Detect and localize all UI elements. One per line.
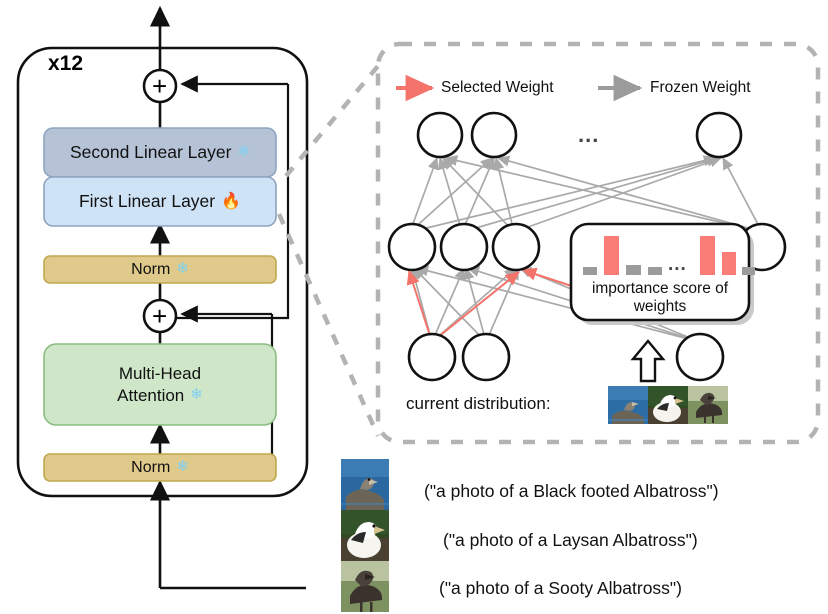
- bar-6: [722, 252, 736, 275]
- repeat-count-label: x12: [48, 52, 84, 75]
- node-input-1: [407, 332, 457, 382]
- bar-1: [583, 267, 597, 275]
- node-output-3: [695, 111, 743, 159]
- node-output-1: [416, 111, 464, 159]
- thumb-black-footed: [341, 459, 389, 510]
- importance-score-caption: importance score of weights: [576, 280, 744, 316]
- block-multi-head-attention[interactable]: [43, 343, 277, 426]
- thumbnail-column: [341, 459, 389, 612]
- node-input-2: [461, 332, 511, 382]
- caption-black-footed: ("a photo of a Black footed Albatross"): [424, 481, 719, 501]
- thumb-sooty: [341, 561, 389, 612]
- current-distribution-label: current distribution:: [406, 394, 551, 413]
- add-symbol-bottom: +: [152, 301, 168, 331]
- node-hidden-1: [387, 222, 437, 272]
- thumb-strip-sooty: [688, 386, 728, 424]
- bar-5: [700, 236, 715, 275]
- node-hidden-3: [491, 222, 541, 272]
- importance-score-bars: [583, 236, 755, 275]
- block-first-linear-layer[interactable]: [43, 176, 277, 227]
- bar-chart-ellipsis: ...: [668, 254, 687, 275]
- legend-label-selected-weight: Selected Weight: [441, 79, 554, 96]
- thumbnail-strip: [608, 386, 728, 424]
- main-signal-path: [149, 5, 306, 590]
- legend-label-frozen-weight: Frozen Weight: [650, 79, 751, 96]
- importance-score-line-1: importance score of: [591, 280, 729, 297]
- node-output-2: [470, 111, 518, 159]
- bar-7: [742, 267, 755, 275]
- bar-4: [648, 267, 662, 275]
- distribution-up-arrow: [630, 339, 666, 383]
- caption-laysan: ("a photo of a Laysan Albatross"): [443, 530, 698, 550]
- frozen-weight-edges: [409, 155, 763, 343]
- zoom-panel-border: [375, 41, 821, 445]
- bar-3: [626, 265, 641, 275]
- block-second-linear-layer[interactable]: [43, 127, 277, 178]
- zoom-connector-lines: [276, 64, 381, 437]
- node-hidden-2: [439, 222, 489, 272]
- add-symbol-top: +: [152, 71, 168, 101]
- add-node-bottom: [142, 298, 178, 334]
- thumb-strip-laysan: [648, 386, 688, 424]
- block-norm-top[interactable]: [43, 255, 277, 284]
- node-input-3: [675, 332, 725, 382]
- output-layer-ellipsis: ...: [578, 122, 600, 147]
- block-norm-bottom[interactable]: [43, 453, 277, 482]
- thumb-laysan: [341, 510, 389, 561]
- bar-2: [604, 236, 619, 275]
- add-node-top: [142, 68, 178, 104]
- thumb-strip-black-footed: [608, 386, 648, 424]
- caption-sooty: ("a photo of a Sooty Albatross"): [439, 578, 682, 598]
- importance-score-line-2: weights: [633, 297, 687, 315]
